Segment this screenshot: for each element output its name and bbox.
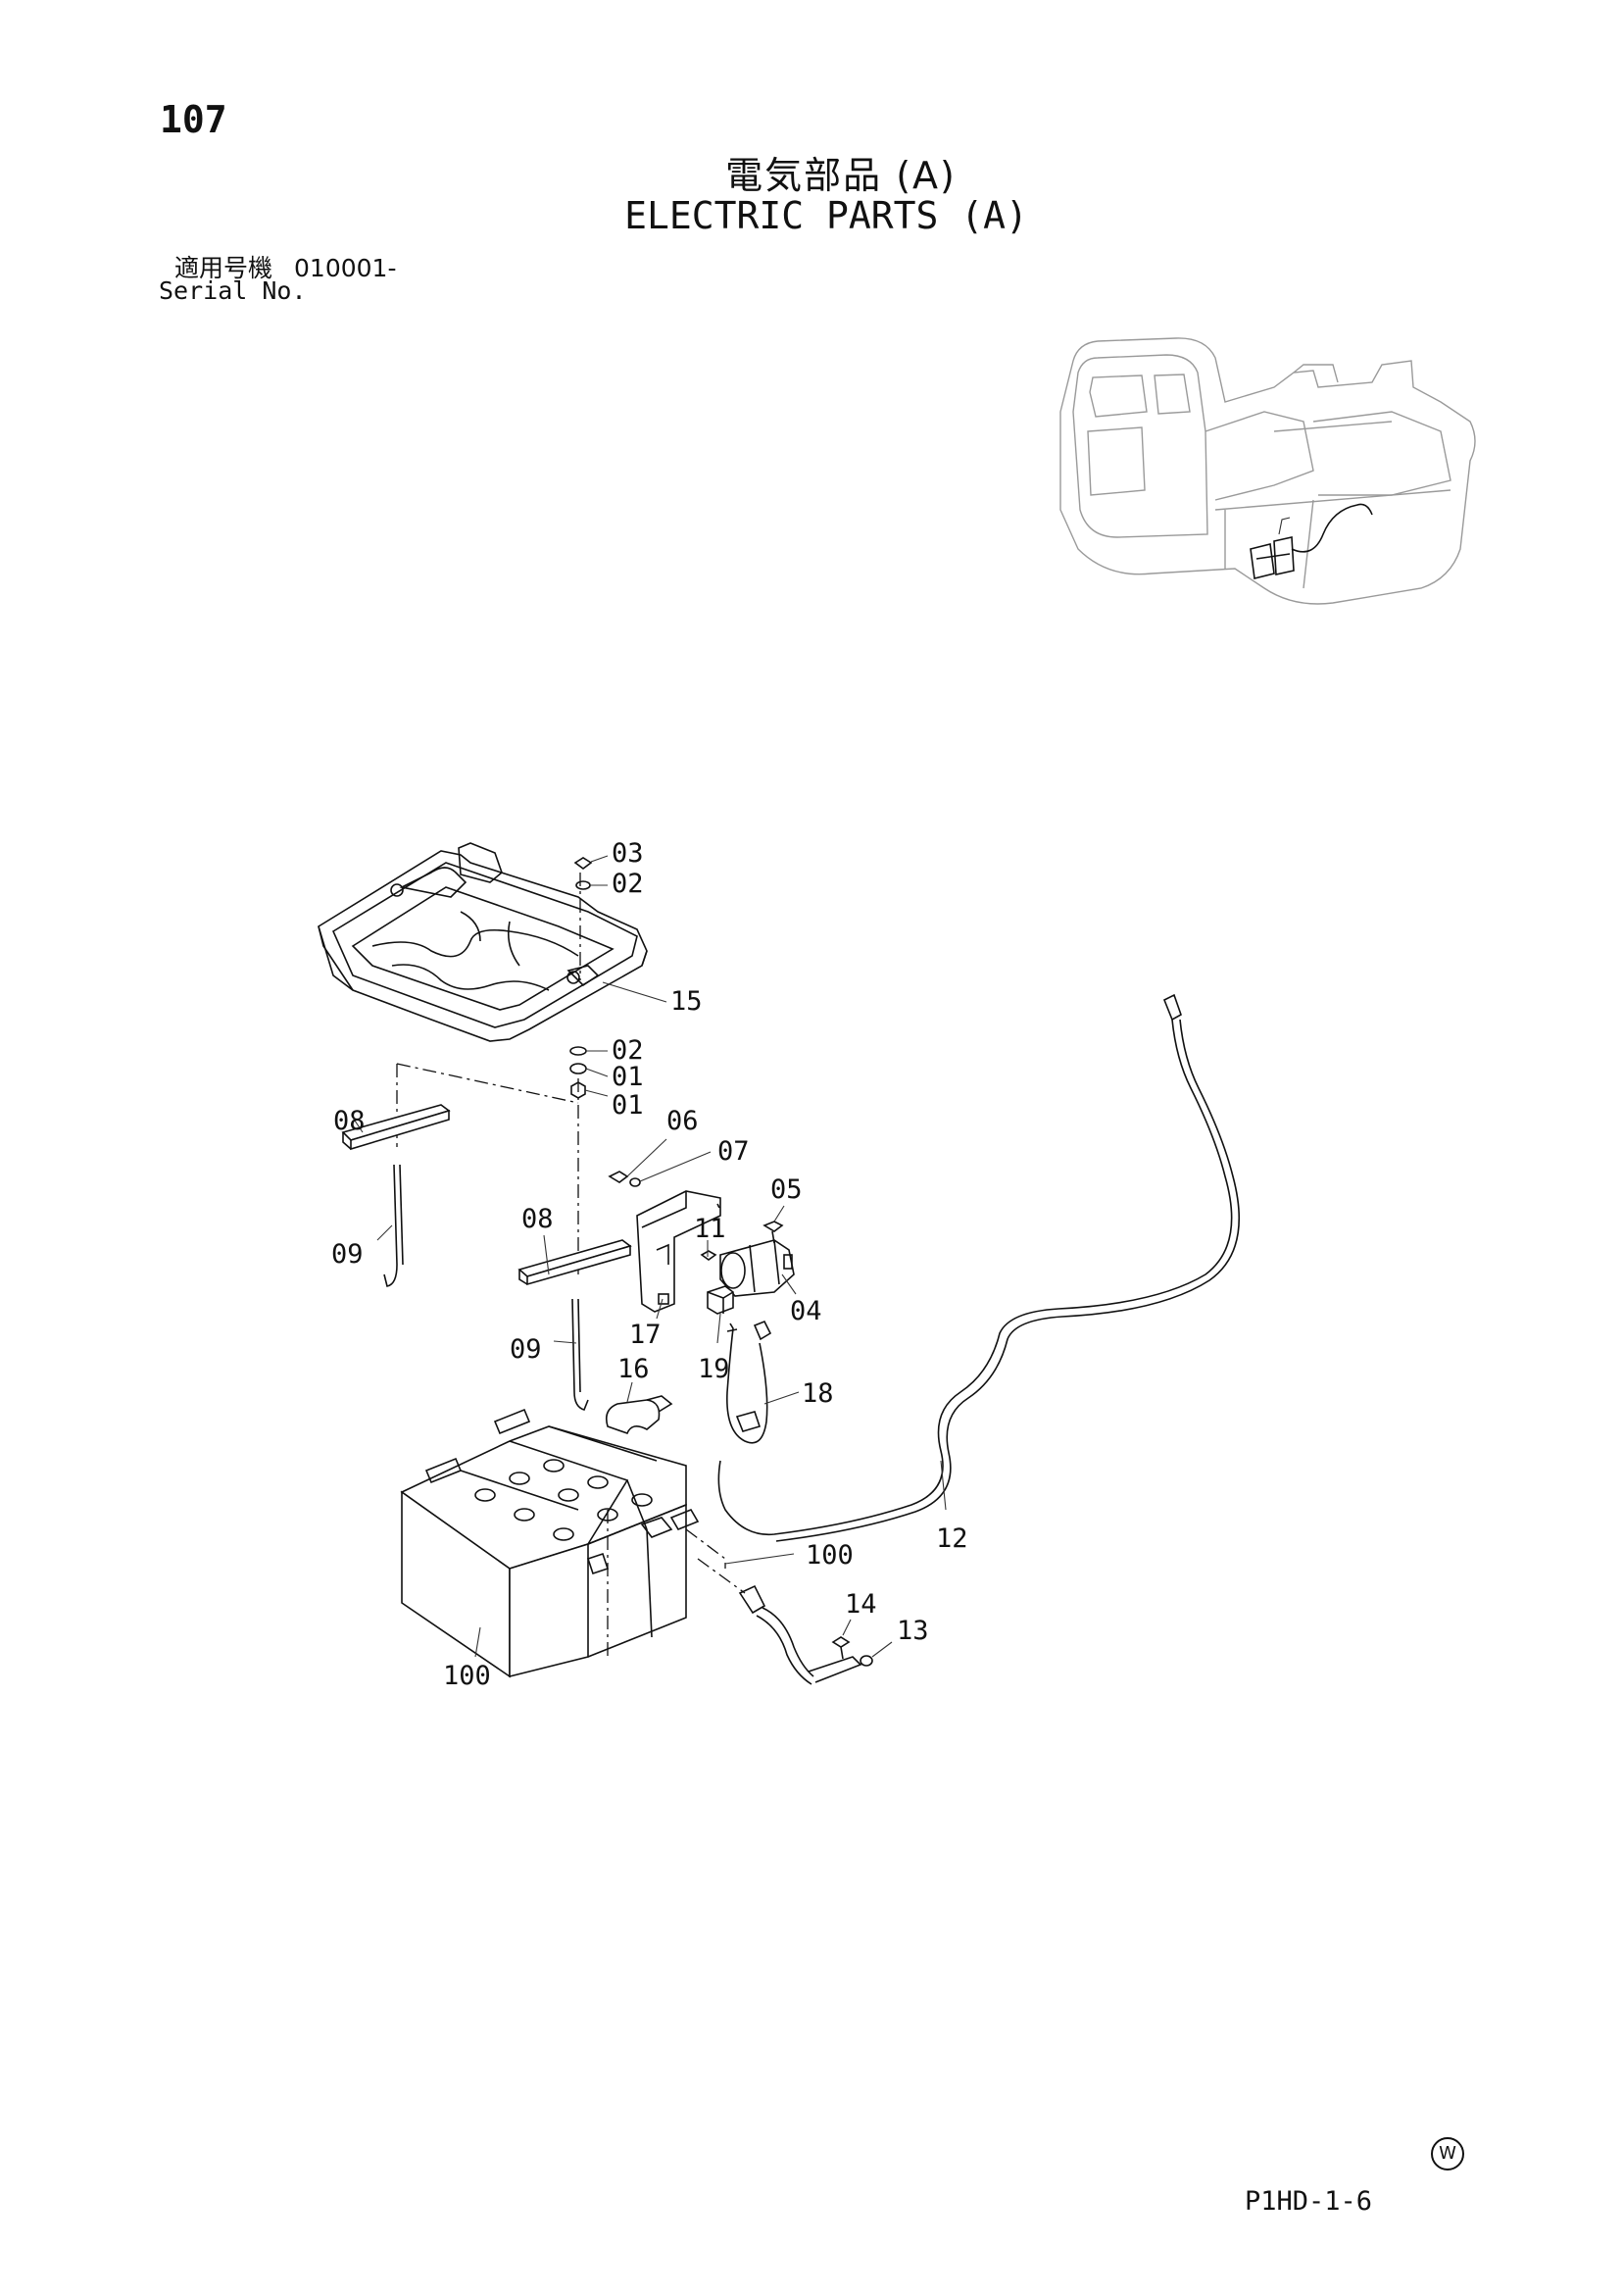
batteries <box>400 1408 726 1678</box>
relay-component <box>700 1250 734 1315</box>
callout-18: 18 <box>802 1378 834 1409</box>
callout-16: 16 <box>617 1354 650 1384</box>
callout-02-top: 02 <box>612 869 644 899</box>
ground-cable <box>697 1558 873 1685</box>
callout-07: 07 <box>717 1136 750 1167</box>
callout-11: 11 <box>694 1214 726 1244</box>
callout-100-right: 100 <box>806 1540 854 1571</box>
page-title-english: ELECTRIC PARTS (A) <box>624 194 1028 237</box>
callout-12: 12 <box>936 1523 968 1554</box>
callout-03: 03 <box>612 838 644 869</box>
page-number: 107 <box>160 98 227 141</box>
machine-location-inset <box>1059 337 1476 605</box>
callout-15: 15 <box>670 986 703 1017</box>
callout-06: 06 <box>666 1106 699 1136</box>
callout-14: 14 <box>845 1589 877 1620</box>
battery-cover <box>318 842 648 1042</box>
serial-label-japanese: 適用号機 <box>174 254 273 282</box>
battery-switch <box>719 1221 795 1297</box>
callout-05: 05 <box>770 1174 803 1205</box>
callout-17: 17 <box>629 1320 662 1350</box>
callout-13: 13 <box>897 1616 929 1646</box>
callout-01-upper: 01 <box>612 1062 644 1092</box>
callout-09-left: 09 <box>331 1239 364 1270</box>
callout-08-left: 08 <box>333 1106 366 1136</box>
callout-labels: 03 02 15 02 01 01 06 07 08 05 09 08 11 0… <box>331 838 968 1691</box>
cover-fasteners <box>569 857 593 1274</box>
serial-applicability: 適用号機 010001- <box>174 249 396 284</box>
serial-number-value: 010001- <box>294 254 397 282</box>
callout-09-center: 09 <box>510 1334 542 1365</box>
document-code: P1HD-1-6 <box>1245 2186 1373 2217</box>
serial-label-english: Serial No. <box>159 276 307 305</box>
w-circle-mark: W <box>1431 2137 1464 2171</box>
page-title-japanese: 電気部品 (A) <box>725 154 957 197</box>
harness-18 <box>726 1320 772 1444</box>
callout-08-center: 08 <box>521 1204 554 1234</box>
callout-100-left: 100 <box>443 1661 491 1691</box>
callout-01-lower: 01 <box>612 1090 644 1121</box>
leader-lines <box>352 855 947 1658</box>
switch-bracket <box>608 1171 721 1313</box>
terminal-strap <box>605 1395 673 1435</box>
battery-cable-12 <box>717 993 1241 1542</box>
battery-hold-down <box>341 1063 632 1411</box>
callout-02-lower: 02 <box>612 1035 644 1066</box>
callout-04: 04 <box>790 1296 822 1326</box>
callout-19: 19 <box>698 1354 730 1384</box>
